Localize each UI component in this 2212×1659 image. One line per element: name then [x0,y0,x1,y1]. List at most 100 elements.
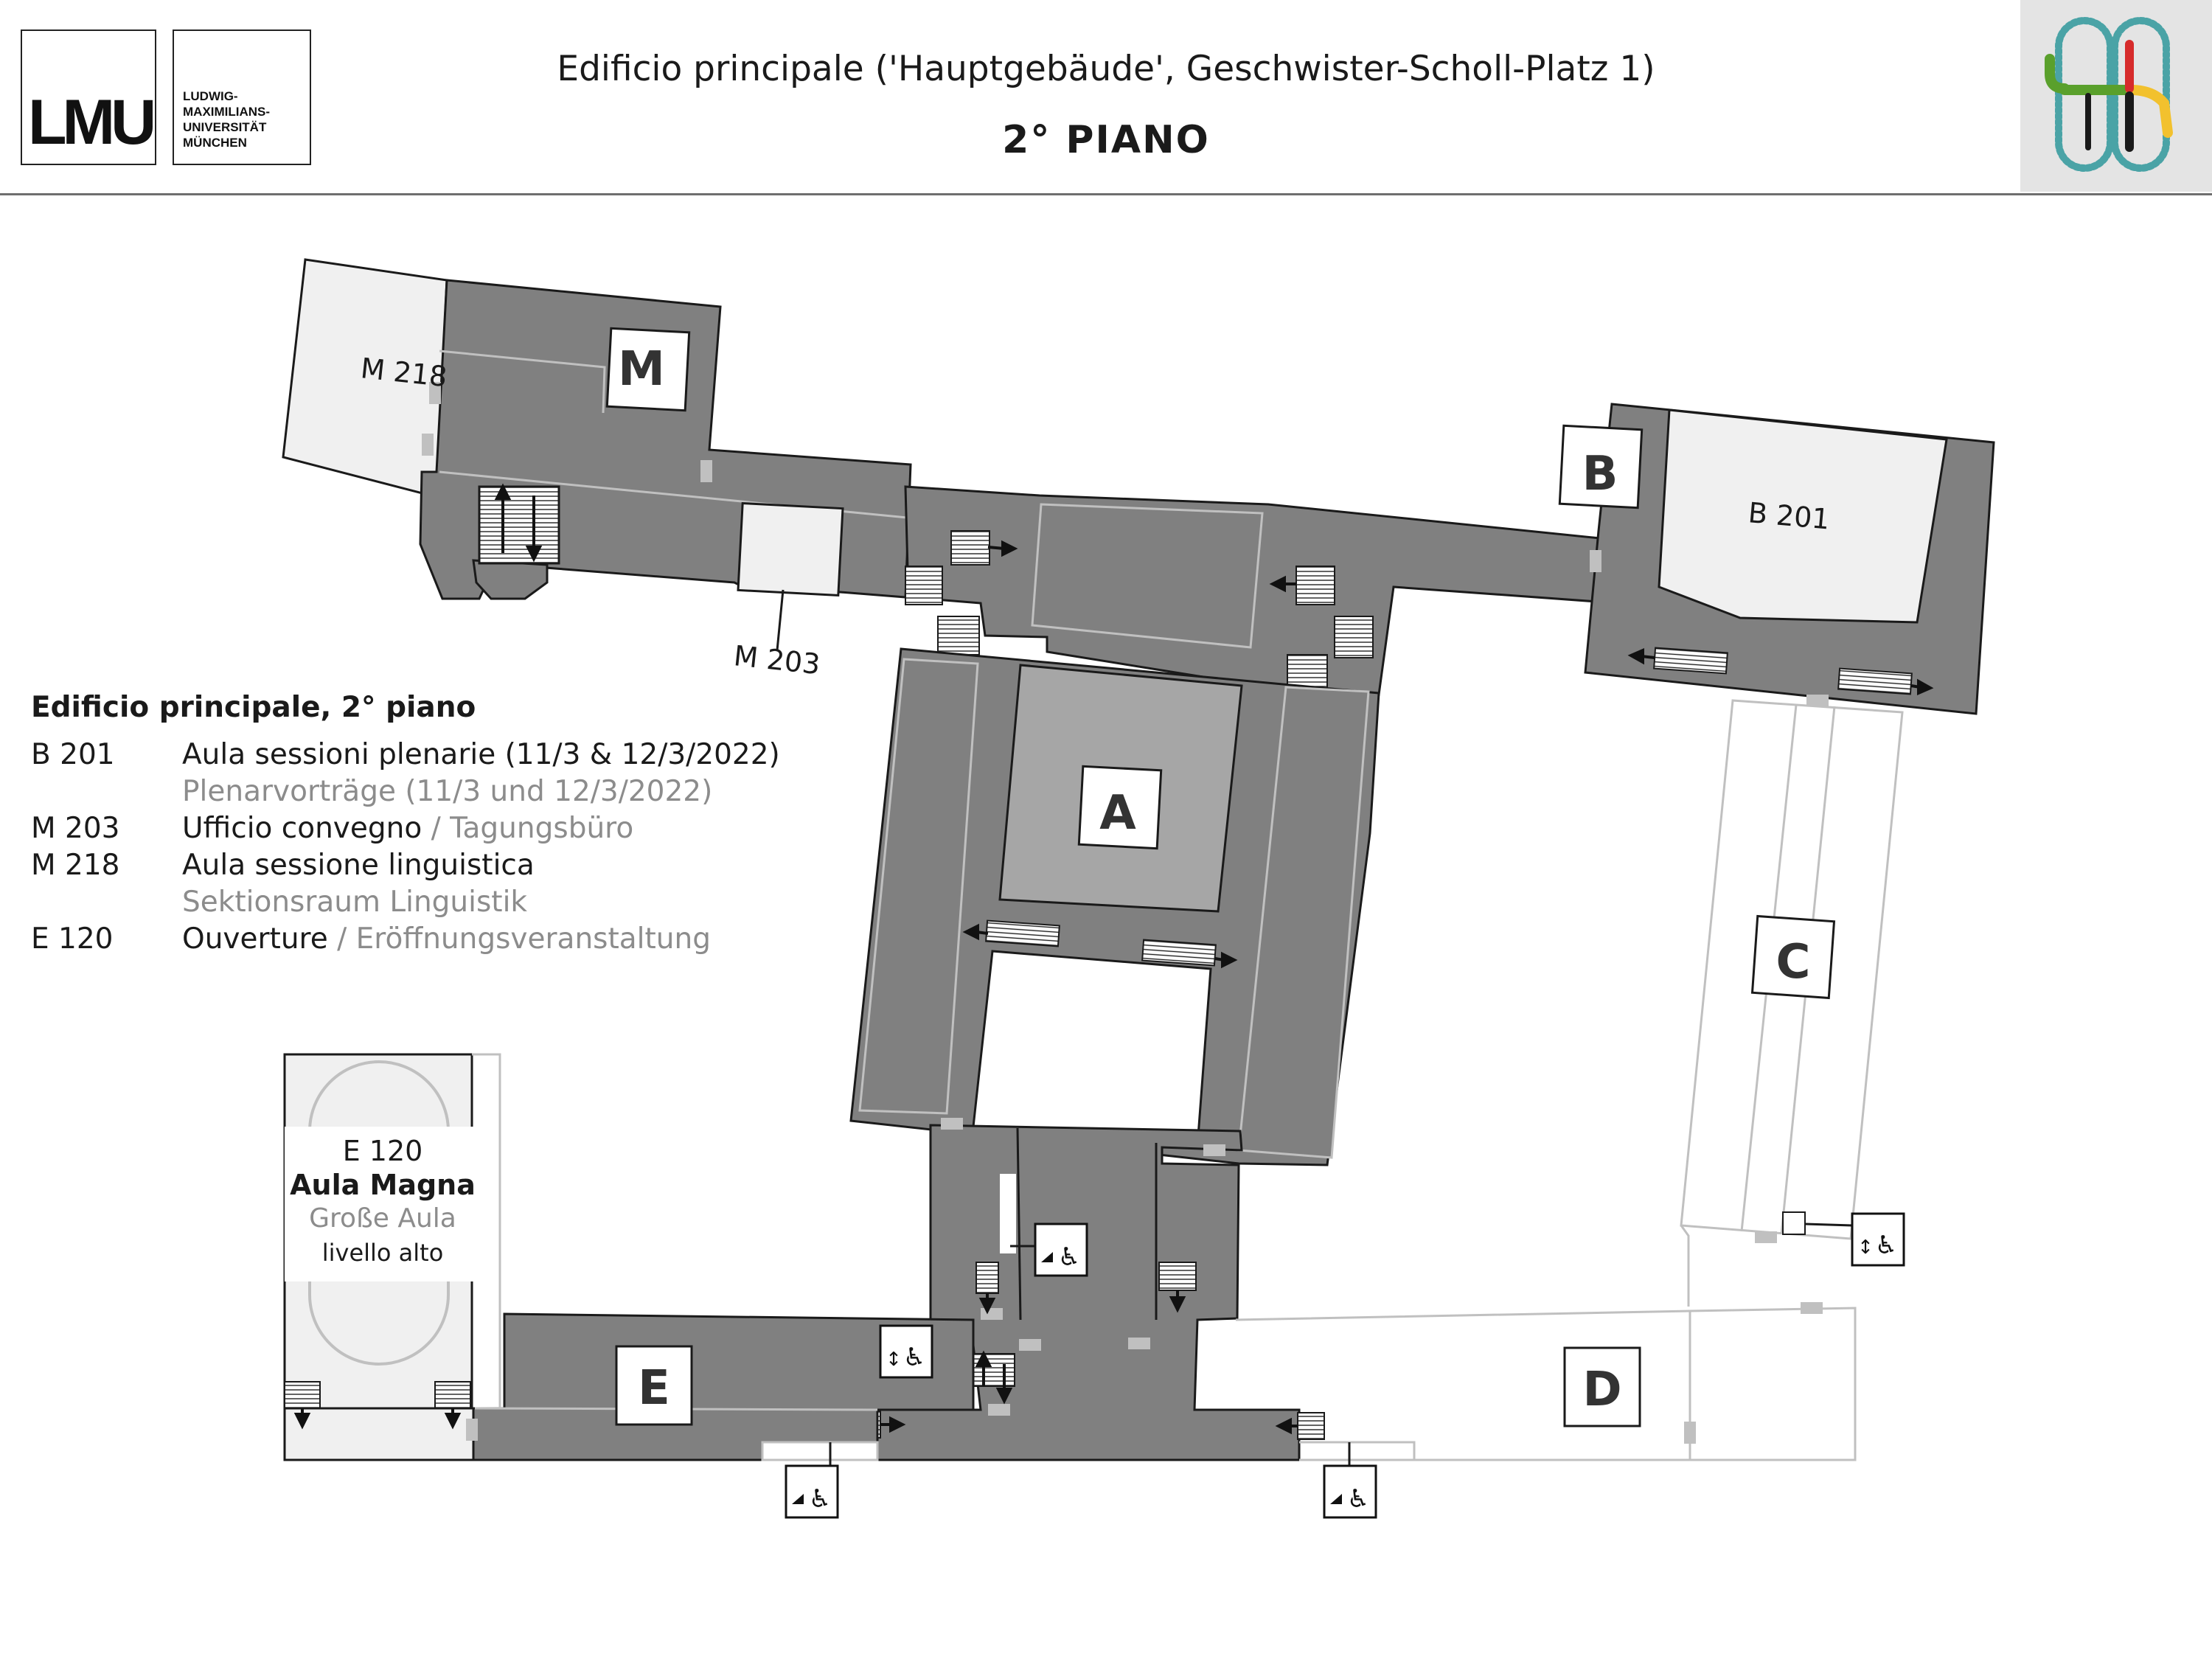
wing-d-label-box [1563,1346,1641,1427]
arrow-icon [1169,1296,1186,1313]
wheelchair-icon: ↕ ♿ [879,1324,933,1379]
door-icon [981,1308,1003,1320]
doors [422,382,1829,1444]
room-label-m203: M 203 [732,639,821,681]
door-icon [1801,1302,1823,1314]
stairs-icon [1653,647,1728,675]
legend-code: B 201 [31,738,115,771]
wheelchair-icon: ↕ ♿ [1851,1212,1905,1267]
wing-a-label: A [1099,786,1136,841]
wheelchair-icon: ♿ [1323,1464,1377,1519]
legend-title: Edificio principale, 2° piano [31,691,476,724]
stair-arrows [293,483,1934,1435]
wing-d-label: D [1582,1363,1621,1417]
ramp-icon [792,1494,804,1504]
ramp-icon [1330,1494,1342,1504]
door-icon [1203,1144,1225,1156]
elevator-icon: ↕ [1857,1237,1874,1259]
wing-d: D [1235,1307,1857,1461]
legend-entry-b201: B 201 Aula sessioni plenarie (11/3 & 12/… [31,737,886,810]
stairs-icon [905,566,943,605]
legend-entry-m203: M 203 Ufficio convegno / Tagungsbüro [31,810,886,847]
wing-e: E [283,1053,975,1461]
arrow-icon [293,1413,311,1430]
aula-level: livello alto [321,1239,444,1267]
wing-c: C [1680,699,1904,1307]
wheelchair-icon: ♿ [1034,1222,1088,1277]
legend-entry-e120: E 120 Ouverture / Eröffnungsveranstaltun… [31,921,886,958]
wing-b-label-box [1558,424,1644,509]
arrow-icon [889,1416,906,1433]
legend-code: M 218 [31,849,120,882]
stairs-icon [1295,566,1335,605]
legend-name-de: Tagungsbüro [450,812,634,845]
university-name: LUDWIG- MAXIMILIANS- UNIVERSITÄT MÜNCHEN [183,89,271,150]
stairs-icon [975,1262,999,1294]
room-label-b201: B 201 [1747,496,1831,535]
stairs-icon [985,919,1060,947]
legend-name: Aula sessioni plenarie (11/3 & 12/3/2022… [182,738,780,771]
room-m203[interactable] [737,501,844,597]
wing-c-body [1680,699,1904,1240]
svg-text:♿: ♿ [1347,1484,1369,1514]
accessibility-markers: ♿ ↕ ♿ ↕ ♿ ♿ ♿ [785,1212,1905,1519]
arrow-icon [962,923,979,941]
wing-d-body [1235,1307,1857,1461]
arrow-icon [444,1413,462,1430]
wing-m: M [282,258,912,600]
svg-text:♿: ♿ [1058,1242,1080,1272]
stairs-icon [950,530,990,566]
emblem-icon [2045,17,2173,172]
wing-a-label-box [1077,765,1163,850]
stairs-icon [1141,939,1217,967]
stairs-icon [1837,667,1913,695]
svg-text:♿: ♿ [903,1343,925,1372]
logo-text: LMU [28,87,156,158]
legend-name: Ufficio convegno [182,812,422,845]
room-b201[interactable] [1658,408,1948,624]
wing-b-label: B [1582,447,1618,501]
ramp-icon [1041,1252,1053,1262]
door-icon [941,1118,963,1130]
arrow-icon [1275,1417,1292,1435]
door-icon [1128,1338,1150,1349]
legend-name-de: Plenarvorträge (11/3 und 12/3/2022) [182,775,713,808]
wing-a: A [849,647,1380,1166]
arrow-icon [494,483,512,500]
svg-text:♿: ♿ [809,1484,831,1514]
legend: Edificio principale, 2° piano B 201 Aula… [31,689,886,958]
legend-separator: / [327,922,356,956]
stairs-icon [434,1381,471,1409]
elevator-icon [1782,1211,1806,1235]
aula-magna-label: E 120 Aula Magna Große Aula livello alto [286,1134,479,1270]
door-icon [1755,1231,1777,1243]
inner-courtyard [972,950,1212,1147]
wing-b: B [1558,403,1995,715]
door-icon [1684,1422,1696,1444]
legend-entry-m218: M 218 Aula sessione linguistica Sektions… [31,847,886,921]
wing-e-label-box [615,1345,693,1426]
stairs-icon [478,485,560,565]
door-icon [1019,1339,1041,1351]
stairs-icon [937,616,980,655]
stairs-icon [1158,1262,1197,1291]
elevator-icon: ↕ [886,1349,902,1371]
door-icon [429,382,441,404]
door-icon [700,460,712,482]
arrow-icon [1917,678,1934,696]
header: LMU LUDWIG- MAXIMILIANS- UNIVERSITÄT MÜN… [0,0,2212,195]
aula-name: Aula Magna [290,1169,476,1201]
svg-text:♿: ♿ [1875,1231,1897,1260]
arrow-icon [525,546,543,563]
lmu-logo: LMU [21,29,156,165]
wing-c-label-box [1750,914,1836,1000]
arrow-icon [1269,575,1286,593]
door-icon [988,1404,1010,1416]
university-name-box: LUDWIG- MAXIMILIANS- UNIVERSITÄT MÜNCHEN [173,29,311,165]
arrow-icon [995,1388,1013,1405]
door-icon [466,1419,478,1441]
stairs-icon [1334,616,1374,658]
door-icon [422,434,434,456]
door-icon [1590,550,1601,572]
legend-code: E 120 [31,922,114,956]
